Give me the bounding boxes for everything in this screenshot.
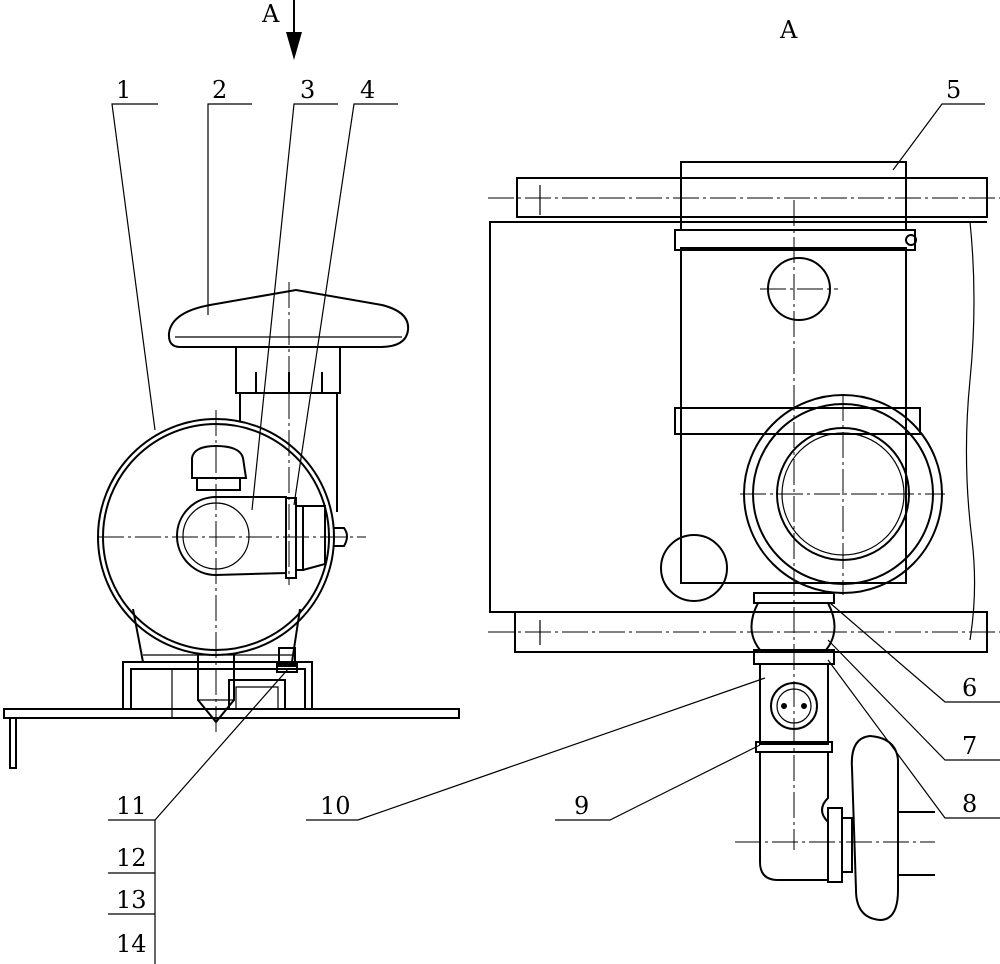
- callout-13: 13: [116, 886, 147, 914]
- hose-connector: [750, 592, 935, 922]
- callout-9: 9: [574, 792, 589, 820]
- callout-8: 8: [962, 790, 977, 818]
- view-title: A: [779, 16, 798, 44]
- callout-12: 12: [116, 844, 147, 872]
- mounting-platform: [3, 708, 460, 769]
- view-arrow-a: A: [261, 0, 302, 60]
- right-centerlines: [488, 197, 1000, 850]
- view-arrow-label: A: [261, 0, 280, 28]
- callout-11: 11: [116, 792, 147, 820]
- mounting-bracket: [122, 608, 313, 718]
- left-view: A: [3, 0, 460, 769]
- callout-7: 7: [962, 732, 977, 760]
- callout-3: 3: [300, 76, 315, 104]
- callout-2: 2: [212, 76, 227, 104]
- right-view: A: [488, 16, 1000, 922]
- callout-1: 1: [116, 76, 131, 104]
- callout-5: 5: [946, 76, 961, 104]
- callout-10: 10: [320, 792, 351, 820]
- left-centerlines: [98, 282, 366, 735]
- callout-4: 4: [360, 76, 375, 104]
- callout-leaders: [108, 103, 1000, 964]
- intake-pipe: [235, 346, 341, 512]
- restriction-indicator: [191, 444, 248, 491]
- callout-14: 14: [116, 930, 147, 958]
- callout-labels: 1 2 3 4 5 6 7 8 9 10 11 12 13 14: [116, 76, 977, 958]
- callout-6: 6: [962, 674, 977, 702]
